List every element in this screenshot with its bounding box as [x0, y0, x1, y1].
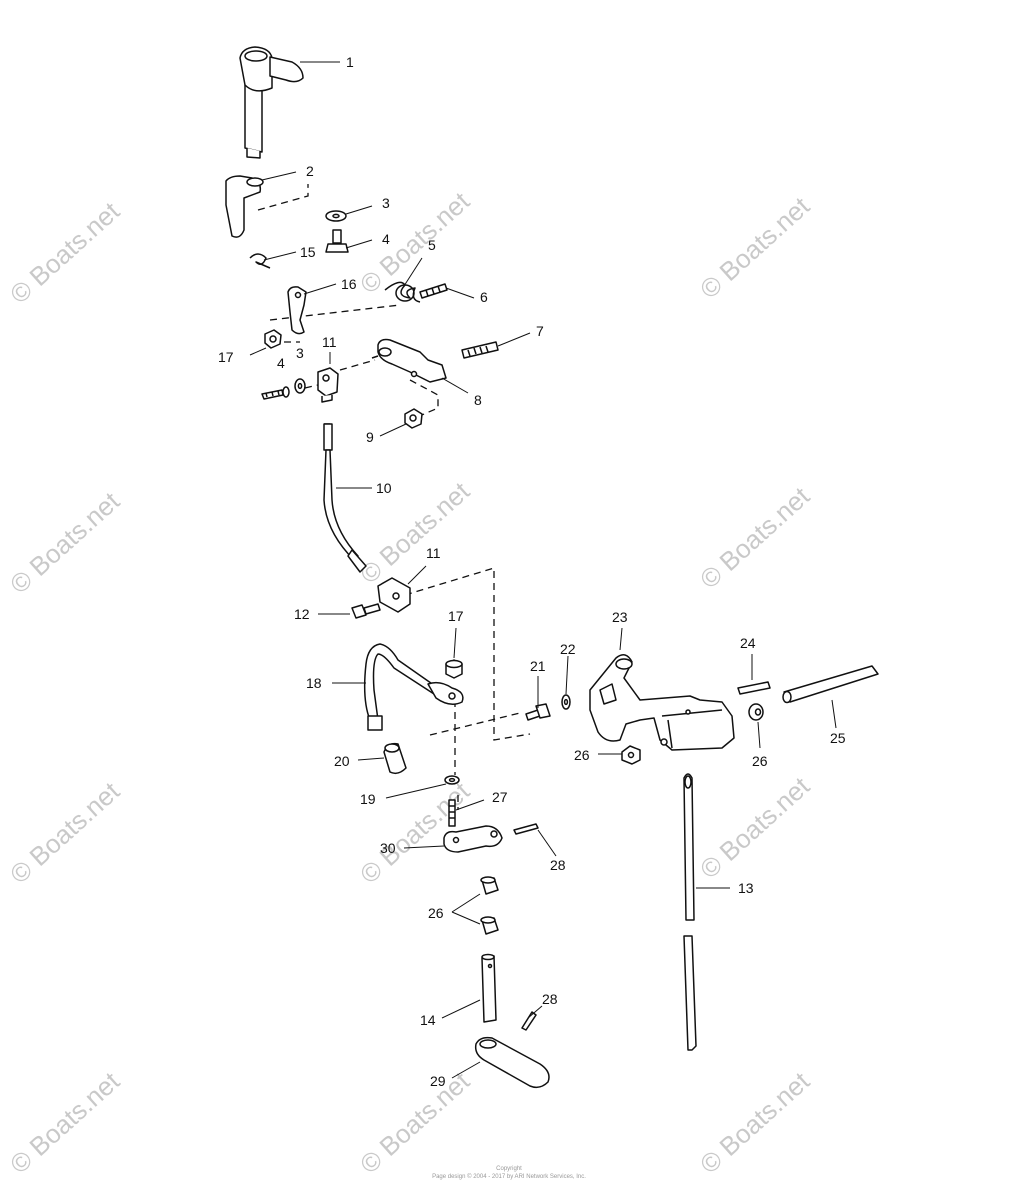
part-label-16: 16 — [341, 276, 357, 292]
part-label-12: 12 — [294, 606, 310, 622]
part-label-15: 15 — [300, 244, 316, 260]
part-26-bushing — [480, 876, 499, 895]
watermark: © Boats.net — [694, 480, 816, 594]
part-label-26: 26 — [752, 753, 768, 769]
part-label-17: 17 — [448, 608, 464, 624]
part-7-stud — [461, 341, 499, 359]
part-3-washer — [294, 378, 306, 394]
part-3-washer — [325, 210, 347, 222]
part-label-13: 13 — [738, 880, 754, 896]
part-26-nut — [621, 745, 641, 765]
part-label-3: 3 — [296, 345, 304, 361]
assembly-guide-lines — [257, 184, 531, 810]
part-label-25: 25 — [830, 730, 846, 746]
part-22-washer — [561, 694, 571, 710]
part-label-8: 8 — [474, 392, 482, 408]
part-15-clip — [249, 253, 271, 269]
part-20-bushing — [383, 742, 407, 775]
leader-lines — [249, 61, 837, 1079]
part-9-nut — [404, 408, 423, 429]
part-label-4: 4 — [382, 231, 390, 247]
part-12-screw — [351, 603, 381, 619]
part-label-24: 24 — [740, 635, 756, 651]
part-label-11: 11 — [322, 334, 337, 350]
part-11-clevis — [377, 577, 411, 613]
part-labels: 1 2 3 4 15 5 6 16 17 11 7 4 3 8 9 10 11 … — [218, 54, 846, 1089]
part-label-20: 20 — [334, 753, 350, 769]
part-label-26: 26 — [428, 905, 444, 921]
part-21-screw — [525, 703, 551, 721]
part-label-22: 22 — [560, 641, 576, 657]
watermark: © Boats.net — [354, 1065, 476, 1179]
part-10-rod — [323, 423, 367, 573]
part-label-23: 23 — [612, 609, 628, 625]
part-label-1: 1 — [346, 54, 354, 70]
part-18-link — [363, 643, 464, 731]
part-26-bushing — [480, 916, 499, 935]
part-label-6: 6 — [480, 289, 488, 305]
part-label-5: 5 — [428, 237, 436, 253]
part-2-lever — [225, 175, 264, 238]
part-5-spring — [384, 281, 421, 303]
watermark: © Boats.net — [4, 775, 126, 889]
watermark: © Boats.net — [4, 1065, 126, 1179]
part-label-28: 28 — [542, 991, 558, 1007]
watermark: © Boats.net — [4, 485, 126, 599]
part-label-26: 26 — [574, 747, 590, 763]
part-24-pin — [737, 681, 771, 695]
part-23-bracket — [589, 654, 735, 751]
watermark: © Boats.net — [694, 1065, 816, 1179]
part-28-pin — [521, 1011, 537, 1031]
part-28-pin — [513, 823, 539, 835]
part-label-19: 19 — [360, 791, 376, 807]
part-16-bracket — [287, 286, 307, 335]
part-11-clevis — [317, 367, 339, 403]
part-13-rod — [683, 773, 697, 1051]
part-label-2: 2 — [306, 163, 314, 179]
part-6-stud — [419, 283, 448, 299]
part-label-17: 17 — [218, 349, 234, 365]
parts — [225, 46, 879, 1089]
part-label-9: 9 — [366, 429, 374, 445]
watermark: © Boats.net — [694, 190, 816, 304]
watermark: © Boats.net — [694, 770, 816, 884]
part-1-shaft — [239, 46, 304, 159]
part-label-30: 30 — [380, 840, 396, 856]
part-label-7: 7 — [536, 323, 544, 339]
watermark: © Boats.net — [4, 195, 126, 309]
part-label-18: 18 — [306, 675, 322, 691]
part-label-27: 27 — [492, 789, 508, 805]
part-17-nut — [264, 329, 282, 349]
part-29-handle — [474, 1036, 550, 1089]
footer-copyright: Copyright — [496, 1166, 522, 1172]
part-4-screw — [261, 386, 290, 400]
part-label-21: 21 — [530, 658, 546, 674]
footer-page-design: Page design © 2004 - 2017 by ARI Network… — [432, 1173, 586, 1180]
footer: Copyright Page design © 2004 - 2017 by A… — [432, 1166, 586, 1180]
part-label-14: 14 — [420, 1012, 436, 1028]
part-label-4: 4 — [277, 355, 285, 371]
watermark: © Boats.net — [354, 475, 476, 589]
part-8-arm — [371, 338, 447, 383]
part-label-10: 10 — [376, 480, 392, 496]
part-26-bushing — [748, 703, 764, 721]
part-label-3: 3 — [382, 195, 390, 211]
part-30-cam — [443, 825, 503, 853]
part-label-28: 28 — [550, 857, 566, 873]
part-label-11: 11 — [426, 545, 441, 561]
part-27-stud — [448, 799, 456, 827]
part-19-washer — [444, 775, 460, 785]
part-label-29: 29 — [430, 1073, 446, 1089]
part-17-nut — [445, 659, 463, 679]
watermark: © Boats.net — [354, 185, 476, 299]
part-4-screw — [325, 229, 349, 253]
part-25-rod — [782, 665, 879, 704]
part-14-shaft — [481, 953, 497, 1023]
